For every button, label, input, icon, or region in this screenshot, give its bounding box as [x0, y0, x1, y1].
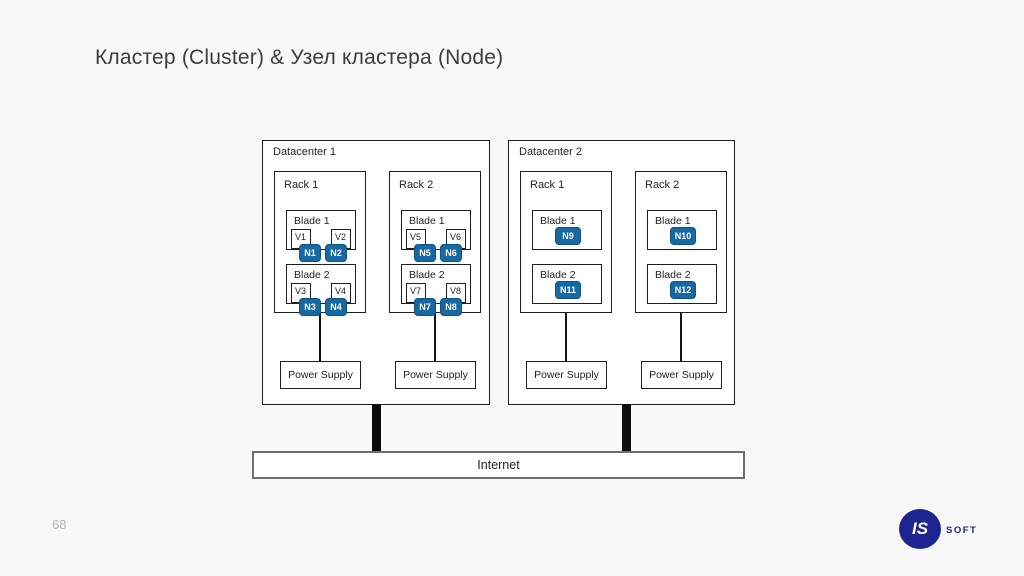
blade-box: Blade 2 V3 V4 N3 N4 [286, 264, 356, 316]
node-badge: N7 [414, 298, 436, 316]
blade-box: Blade 2 V7 V8 N7 N8 [401, 264, 471, 316]
blade-box: Blade 1 N9 [532, 210, 602, 250]
blade-label: Blade 2 [655, 269, 691, 281]
blade-box: Blade 2 N11 [532, 264, 602, 304]
logo: IS SOFT [899, 509, 989, 551]
page-title: Кластер (Cluster) & Узел кластера (Node) [95, 46, 504, 69]
datacenter-label: Datacenter 2 [519, 146, 582, 158]
rack-power-line [565, 313, 567, 361]
blade-label: Blade 2 [294, 269, 330, 281]
node-badge: N1 [299, 244, 321, 262]
node-badge: N5 [414, 244, 436, 262]
rack-power-line [319, 313, 321, 361]
datacenter-internet-trunk [622, 404, 631, 452]
blade-label: Blade 2 [540, 269, 576, 281]
power-supply-box: Power Supply [280, 361, 361, 389]
rack-power-line [680, 313, 682, 361]
node-badge: N9 [555, 227, 581, 245]
blade-label: Blade 1 [294, 215, 330, 227]
blade-box: Blade 1 N10 [647, 210, 717, 250]
internet-bar: Internet [252, 451, 745, 479]
rack-box: Rack 2 Blade 1 N10 Blade 2 N12 [635, 171, 727, 313]
blade-box: Blade 1 V1 V2 N1 N2 [286, 210, 356, 262]
blade-label: Blade 1 [655, 215, 691, 227]
blade-label: Blade 2 [409, 269, 445, 281]
blade-label: Blade 1 [409, 215, 445, 227]
rack-box: Rack 1 Blade 1 V1 V2 N1 N2 Blade 2 V3 V4… [274, 171, 366, 316]
rack-label: Rack 1 [530, 179, 565, 191]
logo-is-text: IS [911, 519, 929, 538]
node-badge: N6 [440, 244, 462, 262]
node-badge: N4 [325, 298, 347, 316]
power-supply-box: Power Supply [395, 361, 476, 389]
rack-box: Rack 1 Blade 1 N9 Blade 2 N11 [520, 171, 612, 313]
node-badge: N11 [555, 281, 581, 299]
node-badge: N2 [325, 244, 347, 262]
datacenter-internet-trunk [372, 404, 381, 452]
logo-circle-icon: IS [899, 509, 941, 549]
rack-label: Rack 1 [284, 179, 319, 191]
node-badge: N12 [670, 281, 696, 299]
node-badge: N3 [299, 298, 321, 316]
page-number: 68 [52, 517, 67, 532]
rack-label: Rack 2 [399, 179, 434, 191]
rack-label: Rack 2 [645, 179, 680, 191]
rack-box: Rack 2 Blade 1 V5 V6 N5 N6 Blade 2 V7 V8… [389, 171, 481, 316]
power-supply-box: Power Supply [526, 361, 607, 389]
logo-soft-text: SOFT [946, 525, 978, 536]
datacenter-label: Datacenter 1 [273, 146, 336, 158]
blade-label: Blade 1 [540, 215, 576, 227]
blade-box: Blade 1 V5 V6 N5 N6 [401, 210, 471, 262]
rack-power-line [434, 313, 436, 361]
blade-box: Blade 2 N12 [647, 264, 717, 304]
power-supply-box: Power Supply [641, 361, 722, 389]
datacenter-2-box: Datacenter 2 Rack 1 Blade 1 N9 Blade 2 N… [508, 140, 735, 405]
node-badge: N10 [670, 227, 696, 245]
datacenter-1-box: Datacenter 1 Rack 1 Blade 1 V1 V2 N1 N2 … [262, 140, 490, 405]
node-badge: N8 [440, 298, 462, 316]
